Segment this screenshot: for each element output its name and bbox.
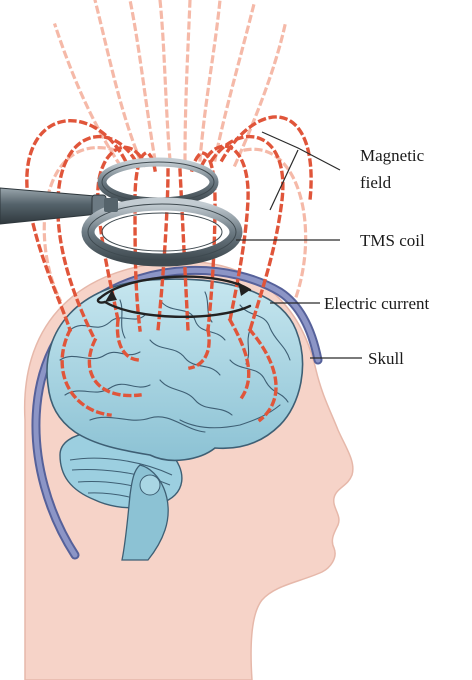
field-line — [187, 328, 211, 371]
label-tms-coil: TMS coil — [360, 231, 425, 250]
field-line — [189, 151, 217, 332]
field-line — [56, 134, 138, 343]
magnetic-field-leader-lower — [269, 149, 299, 211]
electric-current-arrows — [96, 275, 252, 319]
coil-ring-upper-edge — [101, 161, 215, 203]
field-line — [52, 22, 123, 168]
field-line — [198, 0, 222, 162]
cerebrum — [46, 278, 304, 462]
field-line — [156, 168, 170, 332]
current-arrowhead — [238, 282, 250, 296]
field-line — [183, 0, 192, 162]
field-line — [232, 23, 287, 168]
current-arc-lower — [103, 300, 252, 319]
field-line — [243, 147, 308, 303]
leader-lines — [236, 131, 362, 359]
magnetic-field-leader — [261, 131, 341, 171]
field-line — [25, 119, 128, 333]
field-line — [87, 337, 142, 398]
coil-ring-lower-edge — [87, 203, 237, 261]
field-line — [178, 168, 190, 332]
field-line — [93, 0, 143, 163]
label-magnetic-field-line2: field — [360, 173, 392, 192]
field-line — [247, 327, 278, 423]
field-line — [158, 0, 172, 162]
coil-ring-lower-inner — [101, 212, 223, 252]
field-line — [213, 0, 257, 162]
label-skull: Skull — [368, 349, 404, 368]
current-side-left — [96, 296, 107, 304]
label-magnetic-field-line1: Magnetic — [360, 146, 425, 165]
label-electric-current: Electric current — [324, 294, 430, 313]
current-arrowhead — [105, 290, 117, 302]
field-line — [60, 327, 112, 417]
coil-connector — [104, 198, 118, 212]
current-arc-upper — [98, 275, 252, 300]
field-line — [227, 317, 251, 403]
tms-coil — [0, 157, 243, 267]
field-line — [128, 0, 157, 162]
pons — [139, 474, 161, 496]
coil-handle — [0, 187, 99, 225]
field-line — [115, 318, 142, 362]
magnetic-field-faint-lines — [42, 0, 308, 303]
field-line — [219, 115, 313, 202]
